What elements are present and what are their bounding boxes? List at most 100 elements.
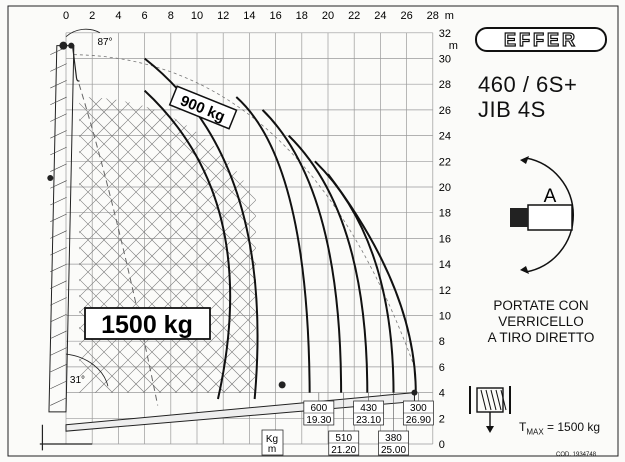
column-lattice (50, 213, 67, 222)
hatch-line (79, 97, 256, 393)
x-tick-label: 12 (217, 10, 229, 22)
drum-cable-wrap (480, 389, 487, 411)
column-lattice (50, 347, 67, 356)
boom-head-pin (59, 41, 68, 50)
x-tick-label: 22 (348, 10, 360, 22)
hatch-line (79, 97, 209, 393)
x-tick-label: 0 (63, 10, 69, 22)
rotation-arrow-top (520, 156, 529, 164)
capacity-tag-m: 25.00 (381, 445, 406, 456)
y-tick-label: 20 (439, 182, 451, 194)
capacity-tag-kg: 510 (335, 433, 352, 444)
hatch-line (79, 97, 256, 393)
y-tick-label: 0 (439, 439, 445, 451)
load-curve (143, 89, 232, 400)
winch-label: A (544, 186, 557, 207)
capacity-tag-kg: 300 (410, 403, 427, 414)
rotation-arc (525, 157, 575, 273)
tmax-label: TMAX = 1500 kg (519, 420, 600, 436)
y-tick-label: 22 (439, 156, 451, 168)
hatch-line (79, 97, 193, 393)
portate-line-1: PORTATE CON (493, 298, 589, 313)
hatch-line (79, 97, 256, 393)
y-tick-label: 4 (439, 388, 445, 400)
tmax-value: = 1500 kg (543, 420, 601, 434)
hatch-line (79, 97, 256, 393)
x-tick-label: 28 (427, 10, 439, 22)
x-tick-label: 24 (374, 10, 386, 22)
hatch-line (95, 97, 256, 393)
drum-cable-wrap (490, 389, 497, 411)
hatch-line (79, 97, 177, 393)
code-number: COD. 1934748 (556, 452, 597, 458)
x-tick-label: 20 (322, 10, 334, 22)
column-lattice (50, 313, 67, 323)
y-tick-label: 28 (439, 79, 451, 91)
hatched-zone (79, 40, 625, 440)
crane-column (48, 45, 75, 413)
x-tick-label: 8 (168, 10, 174, 22)
boom-tip (411, 389, 418, 396)
hook-icon (71, 45, 80, 82)
angle-label-31: 31° (70, 375, 85, 386)
hatch-line (79, 97, 256, 393)
y-tick-label: 24 (439, 131, 451, 143)
hatch-line (320, 40, 625, 440)
x-tick-label: 4 (115, 10, 121, 22)
hatch-line (79, 97, 256, 393)
model-designation: 460 / 6S+ JIB 4S (478, 72, 577, 122)
effer-logo-frame (475, 27, 607, 52)
capacity-tag-m: 23.10 (356, 415, 381, 426)
hatch-line (159, 97, 256, 393)
hatch-line (79, 97, 161, 393)
hatch-line (127, 97, 256, 393)
capacity-tag-kg: 380 (385, 433, 402, 444)
hatch-line (79, 97, 256, 393)
load-curve (287, 134, 369, 393)
column-lattice (50, 130, 67, 139)
winch-motor (510, 208, 528, 227)
y-tick-label: 2 (439, 413, 445, 425)
column-lattice (50, 247, 67, 256)
y-tick-label: 14 (439, 259, 451, 271)
column-lattice (50, 197, 67, 206)
y-tick-label: 8 (439, 336, 445, 348)
y-axis-unit: m (449, 40, 458, 52)
capacity-tag-kg: 430 (360, 403, 377, 414)
hatch-line (79, 97, 256, 393)
column-lattice (50, 397, 67, 406)
hatch-line (79, 97, 225, 393)
column-lattice (50, 63, 67, 72)
column-lattice (50, 297, 67, 306)
angle-arc-87 (65, 28, 101, 37)
column-lattice (50, 163, 67, 172)
model-line-1: 460 / 6S+ (478, 72, 578, 97)
drum-cable-wrap (485, 389, 492, 411)
y-tick-label: 16 (439, 233, 451, 245)
portate-note: PORTATE CON VERRICELLO A TIRO DIRETTO (470, 298, 612, 346)
hatch-line (79, 97, 256, 393)
portate-line-3: A TIRO DIRETTO (487, 330, 595, 345)
capacity-legend-box (261, 429, 284, 456)
y-tick-label: 30 (439, 54, 451, 66)
column-lattice (50, 263, 67, 273)
tmax-sub: MAX (526, 427, 544, 437)
hatch-line (111, 97, 256, 393)
load-curve (261, 109, 343, 393)
dashed-boom-path (78, 84, 159, 406)
capacity-tag-kg: 600 (310, 403, 327, 414)
column-lattice (50, 180, 67, 189)
hatch-line (143, 97, 256, 393)
x-tick-label: 2 (89, 10, 95, 22)
hatch-line (79, 97, 256, 393)
x-tick-label: 16 (269, 10, 281, 22)
zone-label-1500-text: 1500 kg (101, 311, 193, 339)
x-tick-label: 6 (142, 10, 148, 22)
column-lattice (50, 364, 67, 373)
hatch-line (79, 97, 177, 393)
y-tick-label: 6 (439, 362, 445, 374)
column-lattice (50, 380, 67, 390)
hatch-line (175, 97, 256, 393)
